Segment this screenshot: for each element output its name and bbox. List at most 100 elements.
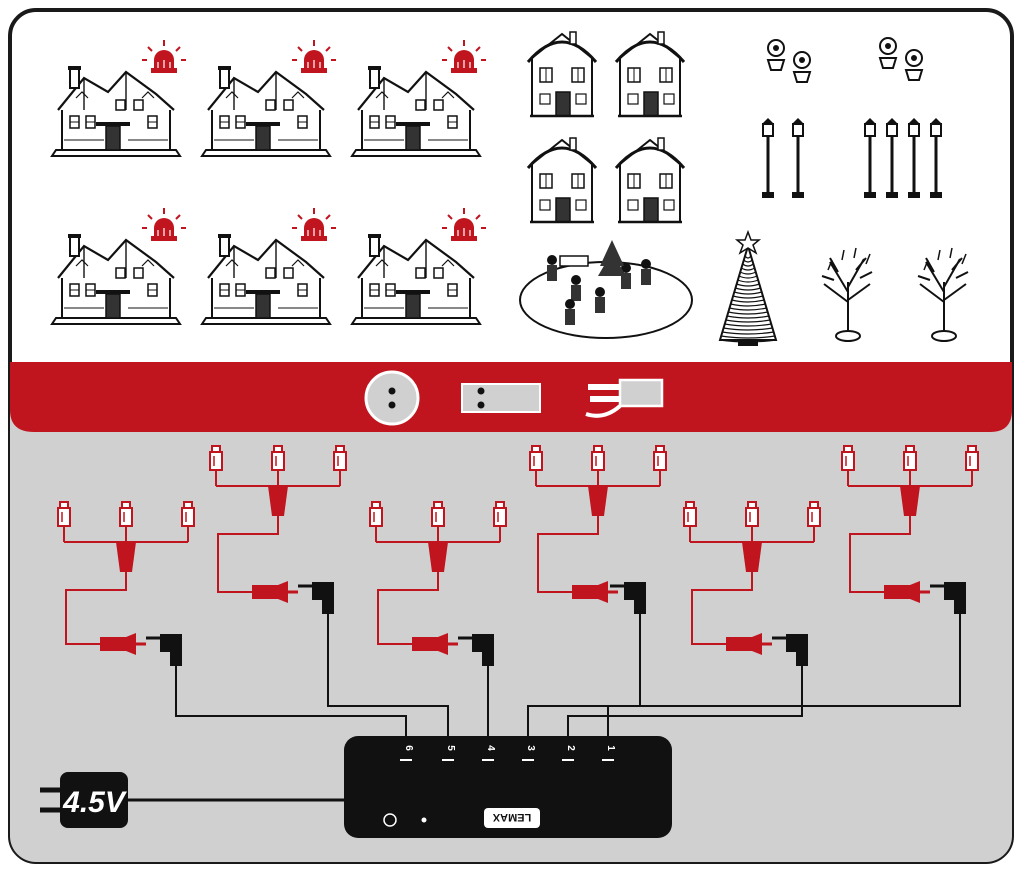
port-label: 4 bbox=[485, 745, 496, 751]
light-plug bbox=[965, 445, 979, 471]
scene-tree bbox=[598, 240, 626, 276]
splitter-group bbox=[57, 501, 407, 736]
black-jack bbox=[624, 582, 646, 600]
splitter-group bbox=[369, 501, 507, 736]
light-plug bbox=[209, 445, 223, 471]
hub-port-icon: 3 bbox=[522, 745, 536, 761]
splitter-group bbox=[527, 445, 667, 736]
power-adapter-icon: 4.5V bbox=[40, 772, 344, 828]
light-plug bbox=[903, 445, 917, 471]
figurine-body bbox=[547, 265, 557, 281]
light-plug bbox=[529, 445, 543, 471]
figurine bbox=[571, 275, 581, 285]
port-label: 2 bbox=[565, 745, 576, 751]
light-plug bbox=[57, 501, 71, 527]
splitter-cable bbox=[377, 572, 439, 645]
brand-label: LEMAX bbox=[492, 811, 531, 823]
black-jack bbox=[312, 582, 334, 600]
hub-port-icon: 1 bbox=[602, 745, 616, 761]
voltage-label: 4.5V bbox=[62, 786, 128, 819]
light-plug bbox=[807, 501, 821, 527]
light-plug bbox=[181, 501, 195, 527]
figurine-body bbox=[565, 309, 575, 325]
hub-cable bbox=[327, 614, 449, 736]
red-plug bbox=[100, 633, 136, 655]
brand-badge bbox=[484, 808, 540, 828]
figurine-body bbox=[621, 273, 631, 289]
power-indicator-icon bbox=[383, 813, 397, 827]
hub-port-icon: 6 bbox=[400, 745, 414, 761]
red-plug bbox=[412, 633, 448, 655]
light-plug bbox=[591, 445, 605, 471]
splitter-body bbox=[268, 486, 288, 516]
splitter-cable bbox=[691, 572, 753, 645]
black-jack bbox=[160, 634, 182, 652]
black-jack bbox=[786, 634, 808, 652]
skating-scene bbox=[519, 240, 693, 339]
red-plug bbox=[726, 633, 762, 655]
power-hub: 6 5 4 3 2 1 LEMAX bbox=[344, 736, 672, 838]
round-connector-icon bbox=[364, 370, 420, 426]
figurine-body bbox=[571, 285, 581, 301]
hub-port-icon: 4 bbox=[482, 745, 496, 761]
black-jack-neck bbox=[796, 652, 808, 666]
black-jack bbox=[472, 634, 494, 652]
figurine bbox=[547, 255, 557, 265]
scene-sign bbox=[559, 255, 589, 267]
black-jack-neck bbox=[482, 652, 494, 666]
figurine bbox=[595, 287, 605, 297]
splitter-cable bbox=[537, 516, 599, 593]
hub-cable bbox=[607, 614, 961, 736]
splitter-cable bbox=[65, 572, 127, 645]
light-plug bbox=[841, 445, 855, 471]
splitter-body bbox=[742, 542, 762, 572]
light-plug bbox=[333, 445, 347, 471]
black-jack bbox=[944, 582, 966, 600]
black-jack-neck bbox=[634, 600, 646, 614]
light-plug bbox=[369, 501, 383, 527]
splitter-group bbox=[607, 445, 979, 736]
red-plug bbox=[884, 581, 920, 603]
hub-cable bbox=[175, 666, 407, 736]
port-label: 1 bbox=[605, 745, 616, 751]
red-plug bbox=[252, 581, 288, 603]
wiring-layout bbox=[57, 445, 979, 736]
splitter-cable bbox=[217, 516, 279, 593]
figurine bbox=[565, 299, 575, 309]
christmas-tree bbox=[718, 229, 778, 346]
hub-port-icon: 5 bbox=[442, 745, 456, 761]
splitter-group bbox=[209, 445, 449, 736]
hub-cable bbox=[527, 614, 641, 736]
splitter-group bbox=[567, 501, 821, 736]
splitter-cable bbox=[849, 516, 911, 593]
port-label: 3 bbox=[525, 745, 536, 751]
black-jack-neck bbox=[954, 600, 966, 614]
plug-icon bbox=[585, 378, 664, 418]
light-plug bbox=[745, 501, 759, 527]
port-label: 6 bbox=[403, 745, 414, 751]
led-dot-icon bbox=[421, 817, 427, 823]
black-jack-neck bbox=[170, 652, 182, 666]
connector-legend bbox=[364, 370, 664, 426]
product-catalog bbox=[50, 30, 969, 346]
black-jack-neck bbox=[322, 600, 334, 614]
hub-body bbox=[344, 736, 672, 838]
hub-cable bbox=[567, 666, 803, 736]
light-plug bbox=[431, 501, 445, 527]
figurine-body bbox=[595, 297, 605, 313]
light-plug bbox=[119, 501, 133, 527]
splitter-body bbox=[116, 542, 136, 572]
figurine-body bbox=[641, 269, 651, 285]
slot-connector-icon bbox=[461, 383, 541, 413]
light-plug bbox=[653, 445, 667, 471]
light-plug bbox=[683, 501, 697, 527]
hub-port-icon: 2 bbox=[562, 745, 576, 761]
red-plug bbox=[572, 581, 608, 603]
hub-ports: 6 5 4 3 2 1 bbox=[400, 745, 616, 761]
figurine bbox=[641, 259, 651, 269]
light-plug bbox=[271, 445, 285, 471]
splitter-body bbox=[900, 486, 920, 516]
splitter-body bbox=[428, 542, 448, 572]
